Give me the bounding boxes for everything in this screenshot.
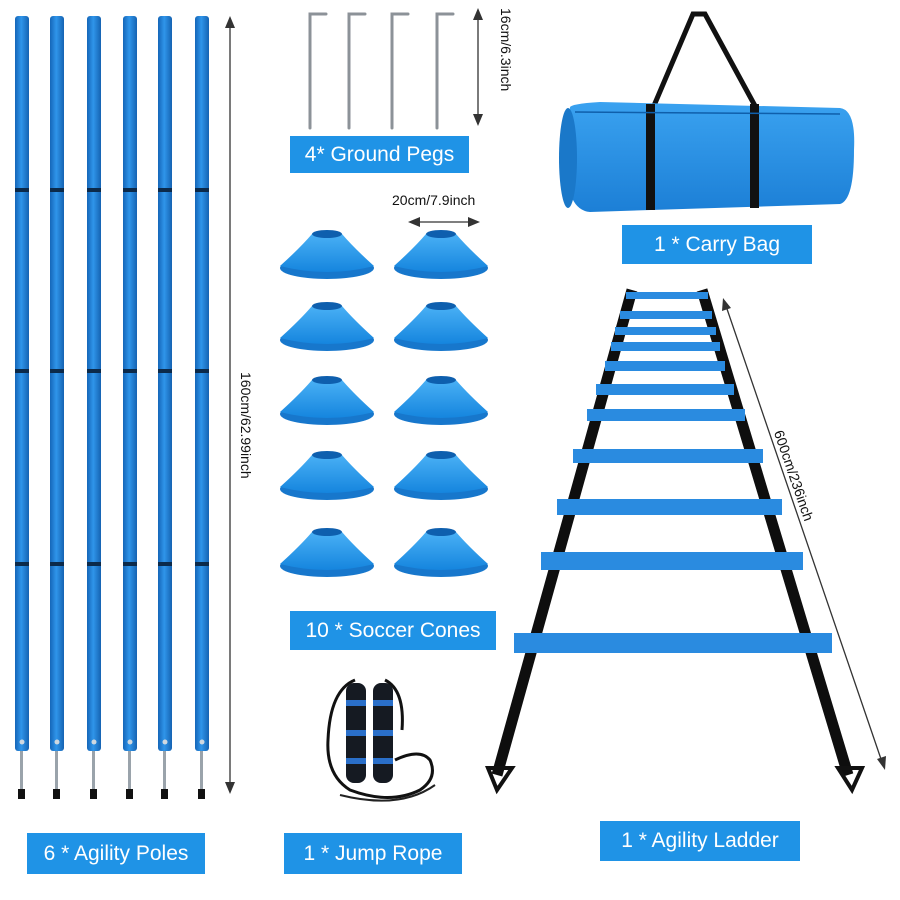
agility-pole [50, 16, 64, 799]
soccer-cone [394, 451, 488, 500]
agility-ladder-label: 1 * Agility Ladder [600, 821, 800, 861]
agility-pole [195, 16, 209, 799]
soccer-cone [394, 230, 488, 279]
peg-dimension-arrow [473, 8, 483, 126]
peg-dimension-text: 16cm/6.3inch [498, 8, 514, 92]
agility-poles-label: 6 * Agility Poles [27, 833, 205, 874]
soccer-cone [280, 230, 374, 279]
soccer-cones [280, 230, 488, 577]
pole-dimension-text: 160cm/62.99inch [238, 372, 254, 479]
jump-rope [326, 678, 436, 802]
agility-pole [158, 16, 172, 799]
pole-dimension-arrow [225, 16, 235, 794]
cone-dimension-text: 20cm/7.9inch [392, 192, 476, 208]
cone-dimension-arrow [408, 217, 480, 227]
ground-pegs [308, 12, 455, 130]
soccer-cone [280, 451, 374, 500]
agility-ladder [485, 288, 866, 795]
soccer-cone [280, 302, 374, 351]
ladder-dimension-arrow [722, 298, 886, 770]
soccer-cone [394, 528, 488, 577]
agility-poles [15, 16, 209, 799]
jump-rope-label: 1 * Jump Rope [284, 833, 462, 874]
carry-bag-label: 1 * Carry Bag [622, 225, 812, 264]
carry-bag [559, 11, 855, 212]
agility-pole [87, 16, 101, 799]
soccer-cone [394, 376, 488, 425]
agility-pole [123, 16, 137, 799]
soccer-cone [280, 528, 374, 577]
agility-pole [15, 16, 29, 799]
soccer-cones-label: 10 * Soccer Cones [290, 611, 496, 650]
soccer-cone [394, 302, 488, 351]
soccer-cone [280, 376, 374, 425]
ground-pegs-label: 4* Ground Pegs [290, 136, 469, 173]
